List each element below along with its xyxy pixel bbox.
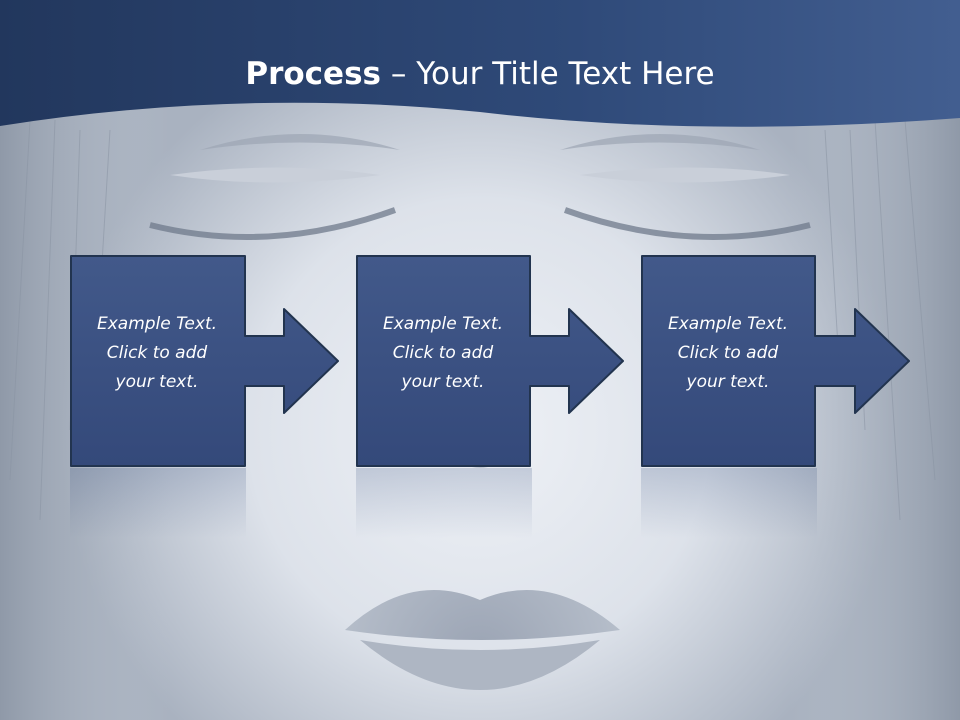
- step-text-line: your text.: [115, 372, 199, 392]
- arrow-right-icon: [356, 255, 624, 467]
- step-text-line: Example Text.: [667, 314, 789, 334]
- process-step-2[interactable]: [356, 255, 624, 467]
- step-text-line: Click to add: [677, 343, 779, 363]
- step-text-line: Example Text.: [382, 314, 504, 334]
- arrow-right-icon: [70, 255, 339, 467]
- step-1-text[interactable]: Example Text. Click to add your text.: [71, 310, 243, 397]
- arrow-right-icon: [641, 255, 910, 467]
- step-2-text[interactable]: Example Text. Click to add your text.: [357, 310, 529, 397]
- step-text-line: your text.: [686, 372, 770, 392]
- step-text-line: Click to add: [106, 343, 208, 363]
- step-3-text[interactable]: Example Text. Click to add your text.: [642, 310, 814, 397]
- step-text-line: Example Text.: [96, 314, 218, 334]
- title-bold: Process: [245, 56, 381, 92]
- title-rest: – Your Title Text Here: [381, 56, 715, 92]
- process-step-3[interactable]: [641, 255, 910, 467]
- process-step-1[interactable]: [70, 255, 339, 467]
- step-text-line: Click to add: [392, 343, 494, 363]
- step-reflections: [70, 468, 817, 538]
- step-text-line: your text.: [401, 372, 485, 392]
- page-title: Process – Your Title Text Here: [0, 52, 960, 96]
